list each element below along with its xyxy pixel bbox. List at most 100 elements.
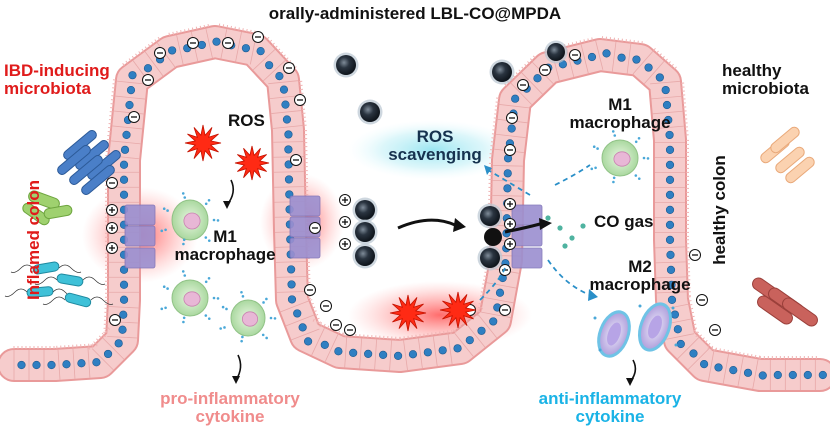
m1-macrophage-bottom-right-cytokine-12 [242, 295, 245, 298]
cell-nucleus [123, 131, 131, 139]
cell-nucleus [759, 372, 767, 380]
cell-nucleus [276, 72, 284, 80]
cell-nucleus [508, 125, 516, 133]
cell-nucleus [656, 74, 664, 82]
m1-left-line1: M1 [150, 228, 300, 246]
cell-nucleus [618, 54, 626, 62]
m1-macrophage-bottom-left-cytokine-5 [182, 270, 185, 273]
m1-macrophage-right-cytokine-13 [635, 141, 638, 144]
m1-macrophage-bottom-left-cytokine-8 [205, 314, 208, 317]
microvillus [177, 31, 178, 34]
m1-macrophage-right-cytokine-8 [635, 174, 638, 177]
cell-nucleus [534, 74, 542, 82]
microvillus [200, 26, 201, 29]
microvillus [227, 25, 228, 28]
pro-cytokine-arrow-head [232, 376, 240, 384]
microvillus [477, 311, 480, 312]
nanoparticle-core [484, 228, 502, 246]
nanoparticle-3 [547, 43, 565, 61]
microvillus [223, 24, 224, 27]
co-arrow-head [539, 218, 552, 230]
microvillus [716, 348, 717, 351]
cell-nucleus [454, 345, 462, 353]
microvillus [592, 37, 593, 40]
m1-macrophage-right-cytokine-11 [593, 145, 596, 148]
microvillus [747, 354, 748, 357]
cell-nucleus [104, 350, 112, 358]
cell-nucleus [588, 53, 596, 61]
m1-macrophage-bottom-left-cytokine-1 [208, 317, 211, 320]
microvillus [192, 28, 193, 31]
m1-macrophage-top-cytokine-4 [166, 209, 169, 212]
tight-junction-left-0 [125, 205, 155, 225]
cell-nucleus [496, 289, 504, 297]
cell-nucleus [18, 361, 26, 369]
m1-right-label: M1 macrophage [560, 96, 680, 132]
microvillus [728, 350, 729, 353]
healthy-line1: healthy [722, 62, 809, 80]
m1-macrophage-bottom-left-cytokine-3 [164, 307, 167, 310]
cell-nucleus [285, 146, 293, 154]
m1-macrophage-bottom-left-cytokine-10 [160, 308, 163, 311]
microvillus [690, 308, 693, 309]
ros-to-m1-arrow-head [223, 201, 231, 209]
cell-nucleus [119, 326, 127, 334]
m1-macrophage-bottom-left-cytokine-13 [205, 281, 208, 284]
cell-nucleus [466, 336, 474, 344]
m1-macrophage-bottom-right-cytokine-1 [265, 337, 268, 340]
cell-nucleus [121, 146, 129, 154]
microvillus [479, 304, 482, 305]
ros-scavenging-label: ROS scavenging [370, 128, 500, 164]
cell-nucleus [489, 318, 497, 326]
cell-nucleus [93, 358, 101, 366]
cell-nucleus [283, 116, 291, 124]
microvillus [692, 320, 695, 321]
cell-nucleus [729, 366, 737, 374]
microvillus [477, 315, 480, 316]
cell-nucleus [819, 371, 827, 379]
anti-line2: cytokine [510, 408, 710, 426]
anti-inflammatory-label: anti-inflammatory cytokine [510, 390, 710, 426]
tight-junction-mid-0 [290, 196, 320, 216]
microvillus [481, 292, 484, 293]
cell-nucleus [666, 236, 674, 244]
m1-right-line1: M1 [560, 96, 680, 114]
microvillus [204, 25, 205, 28]
ibd-cyan-rod-1 [56, 273, 83, 286]
co-dot-0 [557, 225, 562, 230]
cell-nucleus [282, 101, 290, 109]
pro-inflammatory-label: pro-inflammatory cytokine [130, 390, 330, 426]
m1-macrophage-bottom-right-cytokine-13 [262, 301, 265, 304]
title: orally-administered LBL-CO@MPDA [210, 5, 620, 23]
microvillus [484, 276, 487, 277]
microvillus [694, 328, 697, 329]
cell-nucleus [285, 176, 293, 184]
microvillus [247, 29, 248, 32]
m1-macrophage-right-cytokine-10 [590, 168, 593, 171]
m2-cytokine-3 [672, 307, 675, 310]
ros-star-2 [235, 146, 269, 180]
nanoparticle-5 [355, 222, 375, 242]
pro-line1: pro-inflammatory [130, 390, 330, 408]
cell-nucleus [120, 176, 128, 184]
healthy-colon-label: healthy colon [711, 140, 729, 280]
m1-left-label: M1 macrophage [150, 228, 300, 264]
cell-nucleus [379, 351, 387, 359]
microvillus [692, 316, 695, 317]
cell-nucleus [674, 325, 682, 333]
healthy-line2: microbiota [722, 80, 809, 98]
cell-nucleus [677, 340, 685, 348]
cell-nucleus [127, 86, 135, 94]
microvillus [185, 29, 186, 32]
pro-line2: cytokine [130, 408, 330, 426]
ibd-microbiota-label: IBD-inducing microbiota [4, 62, 110, 98]
main-arrow-head [453, 218, 466, 232]
nanoparticle-8 [480, 248, 500, 268]
cell-nucleus [349, 349, 357, 357]
m2-cytokine-0 [594, 317, 597, 320]
microvillus [243, 28, 244, 31]
cell-nucleus [115, 340, 123, 348]
cell-nucleus [671, 311, 679, 319]
m1-macrophage-top-cytokine-12 [183, 196, 186, 199]
cell-nucleus [120, 161, 128, 169]
